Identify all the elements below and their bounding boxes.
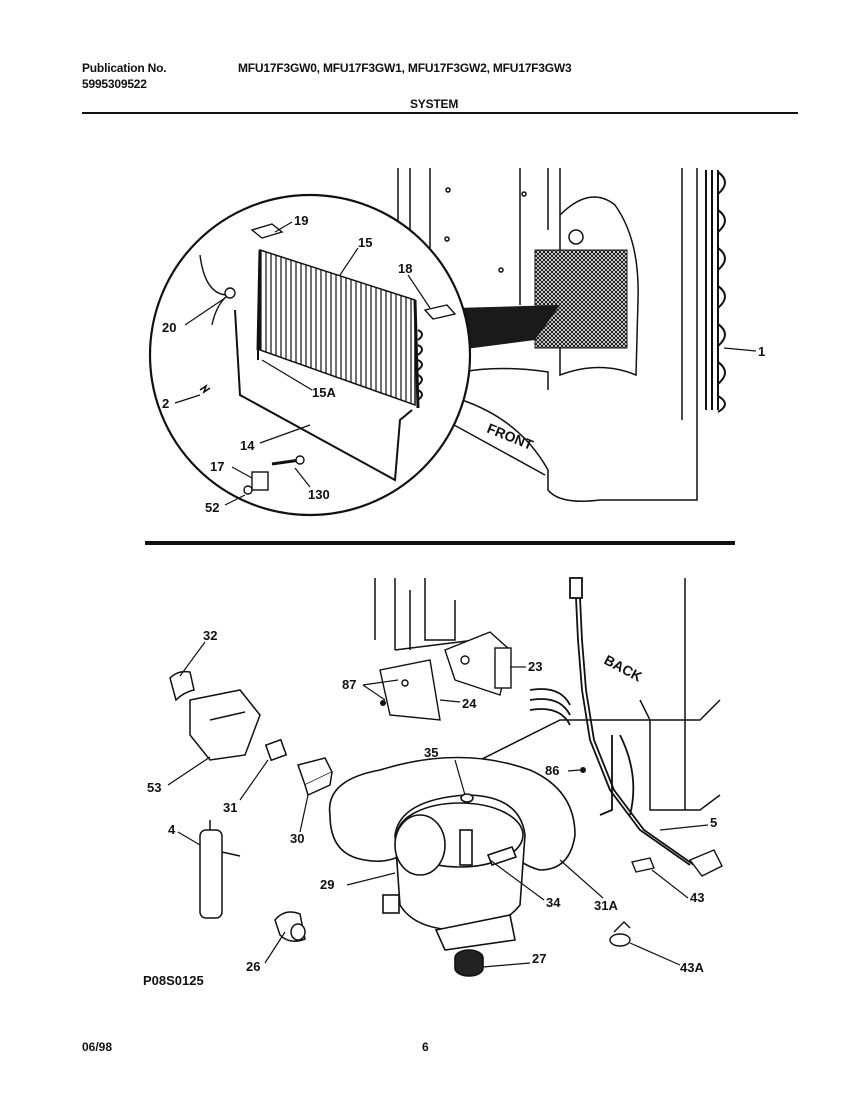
header-rule xyxy=(82,112,798,114)
overload-relay xyxy=(169,670,334,797)
footer-date: 06/98 xyxy=(82,1040,113,1054)
wiring-harness xyxy=(529,577,695,866)
callout-30: 30 xyxy=(290,831,304,846)
screws xyxy=(380,700,586,773)
callout-32: 32 xyxy=(203,628,217,643)
section-divider xyxy=(145,541,735,545)
callout-1: 1 xyxy=(758,344,765,359)
callout-87: 87 xyxy=(342,677,356,692)
condenser-coil xyxy=(705,170,726,413)
callout-24: 24 xyxy=(462,696,477,711)
callout-29: 29 xyxy=(320,877,334,892)
callout-86: 86 xyxy=(545,763,559,778)
callout-18: 18 xyxy=(398,261,412,276)
callout-20: 20 xyxy=(162,320,176,335)
callout-4: 4 xyxy=(168,822,176,837)
upper-leaders xyxy=(174,221,757,506)
callout-5: 5 xyxy=(710,815,717,830)
callout-130: 130 xyxy=(308,487,330,502)
filter-drier xyxy=(199,820,241,919)
callout-14: 14 xyxy=(240,438,255,453)
power-cord-clip xyxy=(609,849,723,947)
callout-15a: 15A xyxy=(312,385,336,400)
drawing-code: P08S0125 xyxy=(143,973,204,988)
callout-35: 35 xyxy=(424,745,438,760)
callout-31: 31 xyxy=(223,800,237,815)
air-duct xyxy=(455,305,560,350)
callout-17: 17 xyxy=(210,459,224,474)
callout-43: 43 xyxy=(690,890,704,905)
callout-15: 15 xyxy=(358,235,372,250)
callout-53: 53 xyxy=(147,780,161,795)
callout-19: 19 xyxy=(294,213,308,228)
back-label: BACK xyxy=(602,652,645,685)
cabinet-lower xyxy=(374,578,721,811)
evaporator xyxy=(199,223,457,495)
callout-26: 26 xyxy=(246,959,260,974)
callout-31a: 31A xyxy=(594,898,618,913)
compressor xyxy=(328,756,576,977)
callout-43a: 43A xyxy=(680,960,704,975)
callout-52: 52 xyxy=(205,500,219,515)
callout-27: 27 xyxy=(532,951,546,966)
callout-2: 2 xyxy=(162,396,169,411)
cabinet-upper xyxy=(397,168,698,502)
lower-leaders xyxy=(167,641,709,968)
callout-23: 23 xyxy=(528,659,542,674)
grommet xyxy=(274,911,306,942)
fan-grille xyxy=(534,249,628,349)
callout-34: 34 xyxy=(546,895,561,910)
publication-label: Publication No. xyxy=(82,61,167,75)
model-numbers: MFU17F3GW0, MFU17F3GW1, MFU17F3GW2, MFU1… xyxy=(238,61,572,75)
page-number: 6 xyxy=(422,1040,429,1054)
publication-number: 5995309522 xyxy=(82,77,147,91)
relay-assembly xyxy=(379,631,512,721)
section-title: SYSTEM xyxy=(410,97,459,111)
